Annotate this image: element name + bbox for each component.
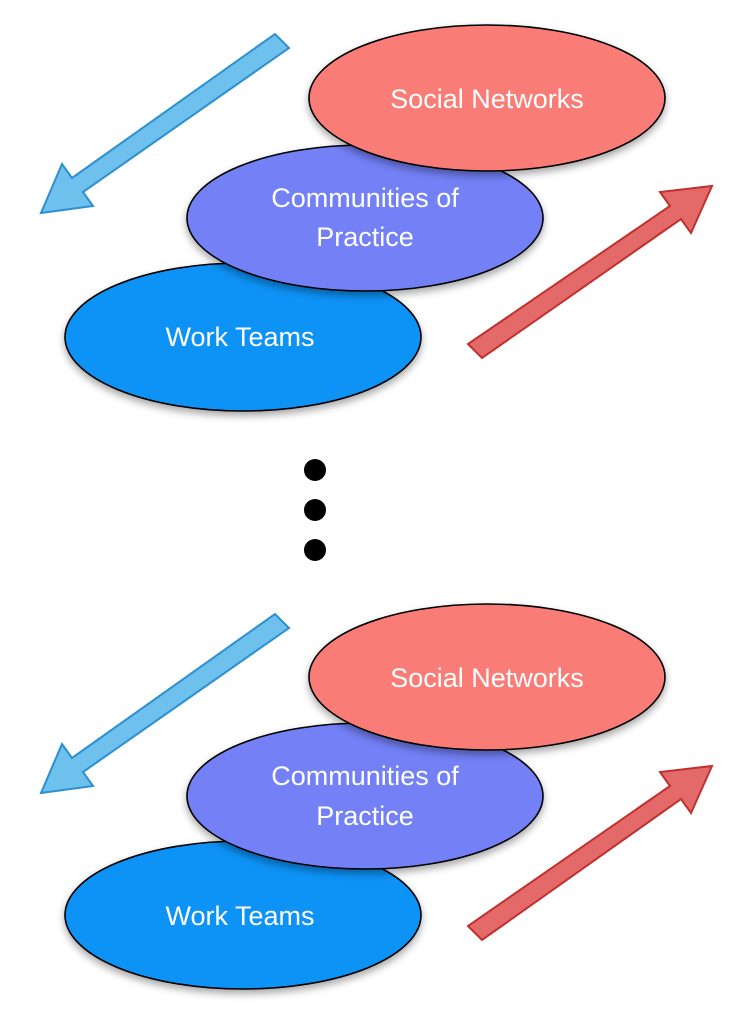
communities-label-line1: Communities of <box>271 183 459 213</box>
dot <box>304 499 326 521</box>
blue-down-left-arrow <box>39 32 291 215</box>
blue-down-left-arrow <box>39 612 291 795</box>
social-networks-ellipse <box>308 603 666 751</box>
communities-label-line2: Practice <box>316 222 414 252</box>
social-networks-ellipse <box>308 24 666 172</box>
social-networks-label: Social Networks <box>390 84 584 114</box>
social-networks-label: Social Networks <box>390 663 584 693</box>
red-up-right-arrow <box>466 764 714 942</box>
red-up-right-arrow <box>466 184 714 360</box>
group-bottom: Social Networks Communities of Practice … <box>39 603 714 990</box>
communities-label-line1: Communities of <box>271 761 459 791</box>
vertical-ellipsis <box>304 459 326 561</box>
dot <box>304 539 326 561</box>
group-top: Social Networks Communities of Practice … <box>39 24 714 412</box>
work-teams-label: Work Teams <box>165 322 314 352</box>
dot <box>304 459 326 481</box>
communities-label-line2: Practice <box>316 801 414 831</box>
work-teams-label: Work Teams <box>165 901 314 931</box>
